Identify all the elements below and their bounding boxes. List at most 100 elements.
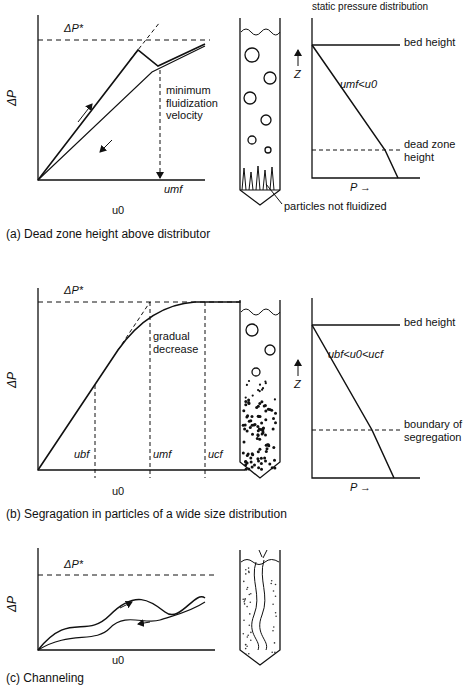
particle-dot xyxy=(251,415,254,418)
particle-dot xyxy=(251,424,254,427)
particle-dot xyxy=(272,428,275,431)
axis-label: P → xyxy=(350,181,371,194)
particle-dot xyxy=(248,380,250,382)
particle-dot xyxy=(274,421,277,424)
particle-dot xyxy=(274,642,276,644)
particle-dot xyxy=(260,468,263,471)
particle-dot xyxy=(264,459,267,462)
particle-dot xyxy=(261,389,263,391)
velocity-label: ucf xyxy=(208,448,223,461)
particle-dot xyxy=(245,573,247,575)
particle-dot xyxy=(272,417,275,420)
particle-dot xyxy=(255,406,258,409)
particle-dot xyxy=(248,402,251,405)
particle-dot xyxy=(257,434,260,437)
particle-dot xyxy=(250,593,252,595)
axis-label: P → xyxy=(350,481,371,494)
particle-dot xyxy=(248,653,250,655)
particle-dot xyxy=(245,644,247,646)
particle-dot xyxy=(242,451,245,454)
particle-dot xyxy=(274,398,276,400)
particle-dot xyxy=(251,453,254,456)
particle-dot xyxy=(245,644,247,646)
plot-title: static pressure distribution xyxy=(312,1,428,13)
particle-dot xyxy=(258,415,261,418)
particle-dot xyxy=(265,450,268,453)
particle-dot xyxy=(259,384,261,386)
annotation: minimum fluidization velocity xyxy=(166,84,230,122)
annotation: gradual decrease xyxy=(153,330,203,355)
axis-label: u0 xyxy=(112,485,124,498)
velocity-label: umf xyxy=(164,183,182,196)
velocity-label: umf xyxy=(153,448,171,461)
particle-dot xyxy=(274,412,277,415)
axis-label: u0 xyxy=(112,654,124,667)
particle-dot xyxy=(243,633,245,635)
particle-dot xyxy=(275,596,277,598)
particle-dot xyxy=(249,457,252,460)
particle-dot xyxy=(248,571,250,573)
particle-dot xyxy=(268,408,271,411)
axis-label: Z xyxy=(294,378,301,391)
particle-dot xyxy=(275,584,277,586)
particle-dot xyxy=(244,599,246,601)
particle-dot xyxy=(271,651,273,653)
particle-dot xyxy=(260,462,263,465)
particle-dot xyxy=(270,583,272,585)
particle-dot xyxy=(247,636,249,638)
particle-dot xyxy=(267,443,270,446)
condition-label: ubf<u0<ucf xyxy=(328,348,383,361)
particle-dot xyxy=(247,587,249,589)
particle-dot xyxy=(272,603,274,605)
particle-dot xyxy=(246,588,248,590)
particle-dot xyxy=(258,402,261,405)
particle-dot xyxy=(266,443,269,446)
particle-dot xyxy=(254,423,257,426)
particle-dot xyxy=(260,422,263,425)
particle-dot xyxy=(268,463,271,466)
particle-dot xyxy=(264,410,267,413)
particle-dot xyxy=(243,601,245,603)
particle-dot xyxy=(245,569,247,571)
particle-dot xyxy=(244,400,247,403)
axis-label: Z xyxy=(294,68,301,81)
particle-dot xyxy=(275,616,277,618)
particle-dot xyxy=(271,466,274,469)
particle-dot xyxy=(245,648,247,650)
particle-dot xyxy=(264,433,267,436)
annotation: dead zone height xyxy=(404,138,470,163)
particle-dot xyxy=(250,632,252,634)
particle-dot xyxy=(273,626,275,628)
particle-dot xyxy=(248,567,250,569)
particle-dot xyxy=(253,464,256,467)
particle-dot xyxy=(257,389,259,391)
axis-reference: ΔP* xyxy=(64,284,83,297)
particle-dot xyxy=(249,613,251,615)
particle-dot xyxy=(244,603,246,605)
particle-dot xyxy=(258,448,261,451)
particle-dot xyxy=(245,468,248,471)
particle-dot xyxy=(252,395,254,397)
axis-label: ΔP xyxy=(6,372,20,388)
particle-dot xyxy=(251,466,254,469)
particle-dot xyxy=(250,601,252,603)
particle-dot xyxy=(263,405,266,408)
particle-dot xyxy=(274,652,276,654)
axis-reference: ΔP* xyxy=(64,22,83,35)
annotation: bed height xyxy=(404,36,455,49)
particle-dot xyxy=(250,640,252,642)
particle-dot xyxy=(249,594,251,596)
particle-dot xyxy=(245,397,247,399)
particle-dot xyxy=(259,415,262,418)
particle-dot xyxy=(244,403,247,406)
particle-dot xyxy=(260,428,263,431)
particle-dot xyxy=(243,581,245,583)
particle-dot xyxy=(247,399,250,402)
particle-dot xyxy=(275,612,277,614)
axis-label: ΔP xyxy=(6,90,20,106)
particle-dot xyxy=(246,606,248,608)
particle-dot xyxy=(242,599,244,601)
particle-dot xyxy=(266,447,269,450)
